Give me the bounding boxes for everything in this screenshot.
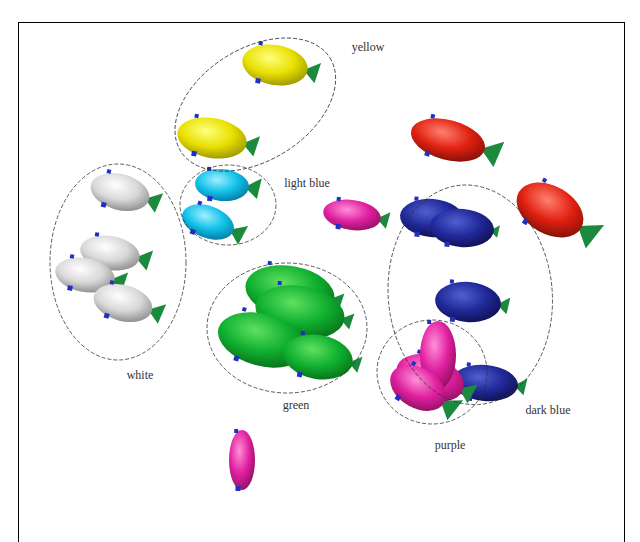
- dashed-ellipse: [180, 165, 276, 245]
- fish-figure: [86, 166, 165, 221]
- fish-figure: [321, 195, 392, 236]
- fish-figure: [433, 278, 511, 326]
- fish-fin: [335, 224, 341, 230]
- dashed-ellipse: [377, 320, 487, 424]
- fish-body: [194, 167, 251, 204]
- fish-fin: [297, 372, 303, 378]
- fish-body: [321, 196, 383, 234]
- group-ellipse: [207, 263, 367, 393]
- dashed-ellipse: [388, 185, 552, 405]
- fish-fin: [277, 281, 282, 286]
- fish-fin: [236, 486, 241, 491]
- fish-fin: [444, 242, 449, 247]
- group-label: yellow: [350, 40, 387, 54]
- fish-figure: [280, 328, 366, 387]
- group-outline: dark blue: [388, 185, 552, 405]
- fish-fin: [234, 429, 238, 433]
- fish-figure: [177, 197, 251, 252]
- fish-body: [280, 329, 357, 384]
- fish-fin: [430, 114, 435, 119]
- fish-fin: [207, 196, 212, 201]
- fish-figure: [174, 111, 262, 167]
- group-label: dark blue: [523, 403, 572, 417]
- fish-fin: [106, 169, 111, 174]
- fish-fin: [242, 307, 247, 312]
- dashed-ellipse: [175, 38, 336, 171]
- fish-body: [86, 167, 153, 217]
- fish-body: [177, 198, 239, 247]
- fish-fin: [542, 178, 547, 183]
- group-ellipse: [151, 11, 360, 199]
- fish-fin: [336, 197, 341, 202]
- fish-body: [89, 278, 156, 328]
- group-outline: white: [50, 164, 186, 360]
- fish-figure: [89, 277, 168, 332]
- fish-fin: [233, 355, 239, 361]
- group-ellipse: [180, 165, 276, 245]
- fish-fin: [104, 313, 110, 319]
- group-ellipse: [377, 320, 487, 424]
- fish-fin: [411, 361, 416, 366]
- fish-body: [229, 430, 255, 490]
- fish-fin: [467, 362, 471, 366]
- group-label: white: [125, 368, 156, 382]
- fish-fin: [95, 232, 100, 237]
- fish-fin: [101, 202, 107, 208]
- fish-figure: [382, 355, 468, 429]
- fish-body: [239, 40, 311, 91]
- frame: [19, 23, 625, 542]
- fish-figure: [239, 39, 323, 94]
- fish-fin: [444, 206, 448, 210]
- fish-fin: [197, 200, 202, 205]
- group-outline: purple: [377, 320, 487, 424]
- fish-figure: [506, 170, 609, 259]
- group-label: light blue: [282, 176, 332, 190]
- fish-fin: [301, 331, 306, 336]
- fish-fin: [194, 114, 199, 119]
- fish-body: [433, 279, 502, 325]
- group-label: purple: [433, 438, 468, 452]
- group-label: green: [281, 398, 312, 412]
- fish-figure: [428, 205, 501, 251]
- fish-body: [382, 356, 454, 421]
- fish-figure: [406, 110, 507, 175]
- fish-figure: [229, 429, 255, 491]
- fish-fin: [424, 151, 430, 157]
- fish-fin: [450, 279, 454, 283]
- fish-fin: [522, 218, 529, 225]
- fish-fin: [427, 320, 431, 324]
- fish-body: [174, 112, 250, 164]
- group-ellipse: [379, 178, 562, 411]
- fish-fin: [255, 78, 261, 84]
- fish-body: [507, 171, 593, 249]
- group-outline: light blue: [180, 165, 276, 245]
- fish-fin: [414, 196, 418, 200]
- dashed-ellipse: [207, 263, 367, 393]
- fish-fin: [395, 394, 402, 401]
- group-outline: green: [207, 263, 367, 393]
- dashed-ellipse: [50, 164, 186, 360]
- fish-fin: [109, 280, 114, 285]
- fish-body: [428, 206, 495, 249]
- fish-body: [406, 111, 490, 169]
- group-ellipse: [50, 164, 186, 360]
- fish-fin: [67, 285, 73, 291]
- fish-fin: [450, 317, 455, 322]
- fish-fin: [70, 254, 75, 259]
- fish-fin: [191, 151, 197, 157]
- group-outline: yellow: [175, 38, 336, 171]
- fish-fin: [414, 232, 419, 237]
